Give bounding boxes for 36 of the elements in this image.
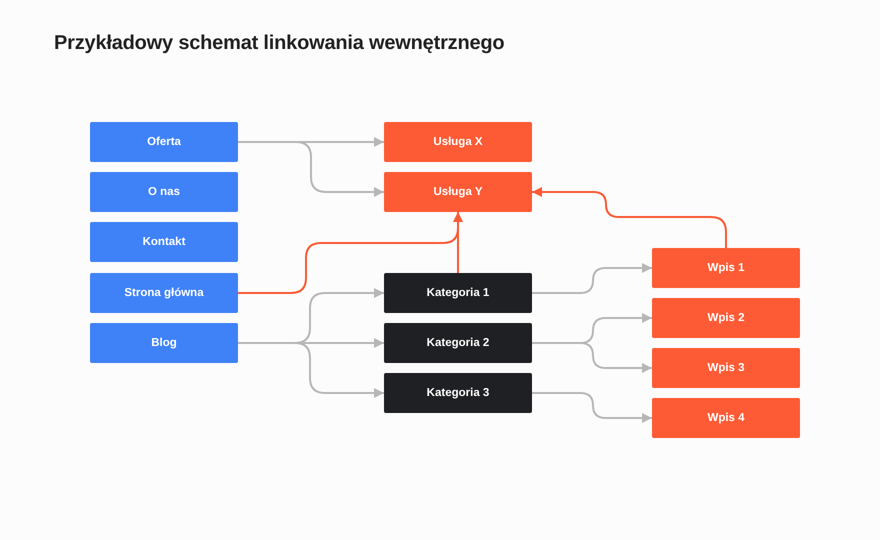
linked-page-node: [652, 298, 800, 338]
arrow: [532, 263, 652, 294]
node-label: Wpis 1: [707, 261, 745, 275]
arrow: [238, 141, 384, 197]
node-label: Wpis 3: [707, 361, 745, 375]
arrow: [532, 392, 652, 423]
node-label: O nas: [148, 185, 180, 199]
node-label: Strona główna: [124, 286, 204, 300]
linked-page-node: [384, 172, 532, 212]
node-label: Blog: [151, 336, 177, 350]
category-node: [384, 273, 532, 313]
page-node: [90, 323, 238, 363]
node-label: Usługa X: [433, 135, 483, 149]
node-label: Kontakt: [142, 235, 186, 249]
arrow: [532, 187, 727, 248]
arrow: [532, 342, 652, 373]
linked-page-node: [384, 122, 532, 162]
diagram-title: Przykładowy schemat linkowania wewnętrznego: [54, 31, 504, 55]
node-label: Kategoria 3: [426, 386, 490, 400]
arrow: [238, 342, 384, 398]
node-label: Wpis 4: [707, 411, 745, 425]
linked-page-node: [652, 348, 800, 388]
category-node: [384, 323, 532, 363]
node-label: Kategoria 1: [426, 286, 490, 300]
category-node: [384, 373, 532, 413]
page-node: [90, 222, 238, 262]
page-node: [90, 122, 238, 162]
node-label: Wpis 2: [707, 311, 745, 325]
node-label: Oferta: [147, 135, 181, 149]
linked-page-node: [652, 398, 800, 438]
node-label: Usługa Y: [434, 185, 482, 199]
arrow: [453, 212, 463, 273]
linked-page-node: [652, 248, 800, 288]
page-node: [90, 273, 238, 313]
page-node: [90, 172, 238, 212]
node-label: Kategoria 2: [426, 336, 490, 350]
